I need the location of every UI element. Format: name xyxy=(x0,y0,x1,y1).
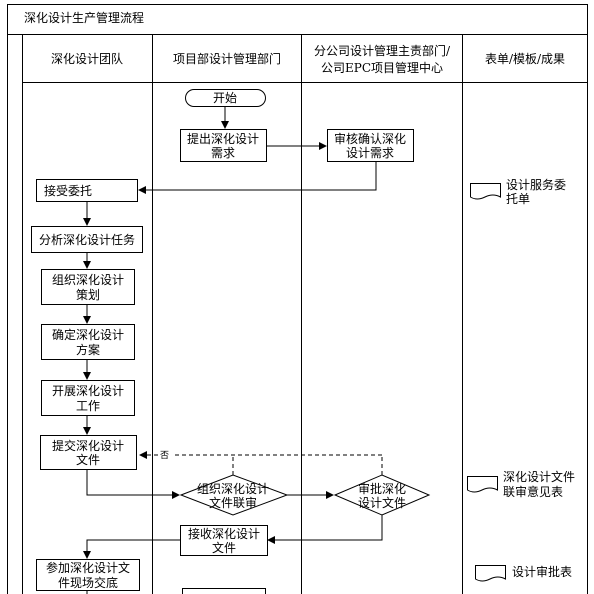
document-label-line-2: 联审意见表 xyxy=(503,484,563,499)
reject-label: 否 xyxy=(160,450,169,461)
node-confirm-scheme: 确定深化设计 方案 xyxy=(41,324,135,360)
node-start: 开始 xyxy=(185,89,266,107)
document-label: 设计审批表 xyxy=(512,564,572,579)
lane-header-project-dept: 项目部设计管理部门 xyxy=(173,51,281,66)
node-label-line-2: 设计需求 xyxy=(346,146,394,160)
node-label: 接受委托 xyxy=(44,183,92,198)
node-start-label: 开始 xyxy=(213,91,237,105)
document-label-line-2: 托单 xyxy=(506,192,530,206)
node-label-line-1: 参加深化设计文 xyxy=(46,560,130,575)
node-propose-requirement: 提出深化设计 需求 xyxy=(180,129,267,162)
node-next-project-step xyxy=(182,588,266,594)
node-label-line-1: 审核确认深化 xyxy=(334,131,406,146)
node-review-requirement: 审核确认深化 设计需求 xyxy=(327,129,414,162)
arrow-receive-to-handover xyxy=(83,539,180,559)
reject-label-bg xyxy=(158,448,174,462)
document-commission-form: 设计服务委 托单 xyxy=(470,177,566,206)
document-approval-form: 设计审批表 xyxy=(475,564,572,582)
node-joint-review: 组织深化设计 文件联审 xyxy=(179,474,289,516)
node-organize-planning: 组织深化设计 策划 xyxy=(41,269,135,305)
lane-label: 表单/模板/成果 xyxy=(485,52,565,66)
node-label-line-1: 提出深化设计 xyxy=(187,131,259,146)
node-label-line-1: 审批深化 xyxy=(358,481,406,496)
node-label-line-1: 接收深化设计 xyxy=(188,526,260,541)
document-icon xyxy=(470,183,501,200)
node-site-handover: 参加深化设计文 件现场交底 xyxy=(36,559,140,591)
lane-header-design-team: 深化设计团队 xyxy=(51,51,123,66)
node-label-line-2: 件现场交底 xyxy=(58,575,118,590)
document-label-line-1: 设计服务委 xyxy=(506,177,566,192)
lane-label: 深化设计团队 xyxy=(51,51,123,66)
arrow-submit-to-joint-review xyxy=(86,470,180,499)
node-label-line-2: 文件 xyxy=(212,540,236,555)
node-label-line-2: 策划 xyxy=(76,288,100,302)
lane-label: 项目部设计管理部门 xyxy=(173,51,281,66)
arrow-review-to-accept xyxy=(138,162,377,194)
document-label-line-1: 深化设计文件 xyxy=(503,469,575,484)
lane-label-line-2: 公司EPC项目管理中心 xyxy=(321,60,443,75)
arrow-approve-to-receive xyxy=(267,514,383,544)
node-label-line-2: 需求 xyxy=(211,146,235,160)
lane-label-line-1: 分公司设计管理主责部门/ xyxy=(314,43,451,58)
node-label: 分析深化设计任务 xyxy=(39,232,135,247)
node-label-line-2: 文件联审 xyxy=(209,495,257,510)
node-label-line-2: 工作 xyxy=(76,399,100,413)
document-icon xyxy=(467,476,498,493)
node-receive-files: 接收深化设计 文件 xyxy=(180,525,268,556)
node-approve-files: 审批深化 设计文件 xyxy=(333,474,431,516)
node-carry-out-work: 开展深化设计 工作 xyxy=(41,380,135,416)
node-label-line-2: 设计文件 xyxy=(358,495,406,510)
node-label-line-1: 组织深化设计 xyxy=(197,482,269,496)
node-label-line-1: 确定深化设计 xyxy=(52,327,124,342)
connectors xyxy=(83,107,383,594)
lane-header-forms: 表单/模板/成果 xyxy=(485,52,565,66)
node-submit-files: 提交深化设计 文件 xyxy=(40,435,137,470)
document-joint-review-opinion: 深化设计文件 联审意见表 xyxy=(467,469,575,499)
node-label-line-2: 方案 xyxy=(76,342,100,357)
page-title: 深化设计生产管理流程 xyxy=(24,10,144,25)
node-label-line-1: 组织深化设计 xyxy=(52,273,124,287)
frame xyxy=(7,4,588,594)
node-label-line-2: 文件 xyxy=(76,452,100,467)
node-analyze-task: 分析深化设计任务 xyxy=(31,226,143,253)
lane-header-branch-dept: 分公司设计管理主责部门/ 公司EPC项目管理中心 xyxy=(314,43,451,75)
node-label-line-1: 开展深化设计 xyxy=(52,384,124,398)
node-accept-commission: 接受委托 xyxy=(36,179,138,202)
document-icon xyxy=(475,565,506,582)
node-label-line-1: 提交深化设计 xyxy=(52,438,124,453)
